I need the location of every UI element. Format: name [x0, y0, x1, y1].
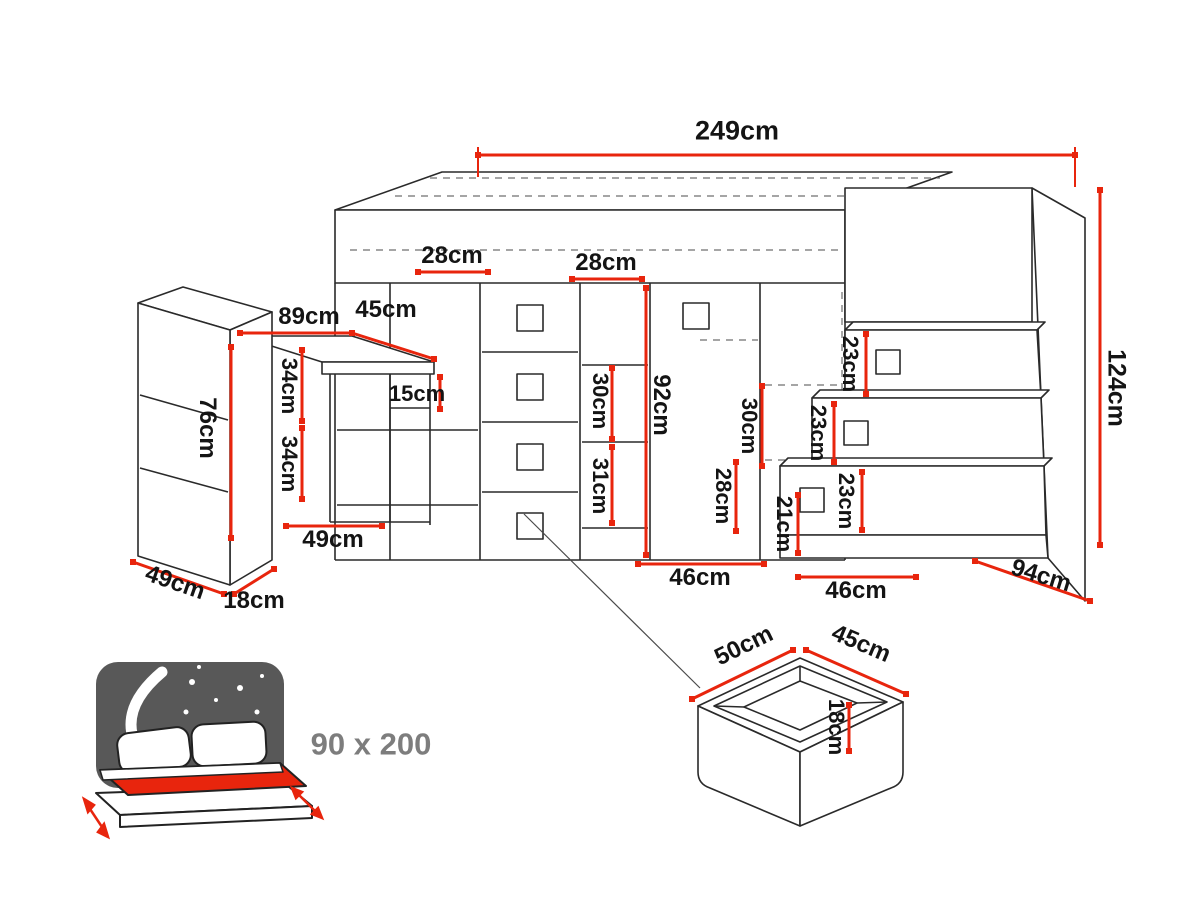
- dimension-lines: [130, 147, 1103, 754]
- desk: [239, 335, 435, 525]
- dim-bottom-drawer: 21cm: [772, 495, 797, 553]
- dim-top-shelf-right: 28cm: [575, 249, 637, 276]
- dim-step-middle: 23cm: [806, 404, 831, 462]
- dim-mid-shelf-lower: 31cm: [588, 457, 613, 515]
- dim-step-bottom: 23cm: [834, 472, 859, 530]
- dim-total-width: 249cm: [694, 115, 780, 146]
- dim-underbed-height: 92cm: [648, 374, 675, 436]
- dim-cabinet-shelf: 30cm: [737, 397, 762, 455]
- dim-desk-shelf-gap: 15cm: [388, 381, 446, 406]
- pillow-icon: [190, 720, 268, 768]
- dim-desk-width: 89cm: [278, 303, 340, 330]
- dim-base-width-left: 46cm: [669, 564, 731, 591]
- dim-step-top: 23cm: [838, 335, 863, 393]
- wardrobe: [137, 286, 273, 586]
- staircase: [779, 187, 1086, 602]
- drawer-callout-line: [523, 513, 701, 689]
- staircase-back-panel: [844, 187, 1033, 323]
- dim-base-width-right: 46cm: [825, 577, 887, 604]
- dim-desk-under-width: 49cm: [302, 526, 364, 553]
- dim-desk-depth: 45cm: [355, 296, 417, 323]
- dim-mid-shelf-upper: 30cm: [588, 372, 613, 430]
- dim-wardrobe-height: 76cm: [194, 397, 221, 459]
- drawer-handle-icons: [516, 302, 710, 540]
- dim-drawer-height: 18cm: [824, 698, 849, 756]
- dim-top-shelf-left: 28cm: [421, 242, 483, 269]
- drawer-detail-drawing: [697, 657, 904, 827]
- mattress-size-label: 90 x 200: [310, 726, 432, 762]
- underbed-cabinets: [334, 283, 846, 561]
- bed-icon: [81, 662, 325, 840]
- dim-cabinet-lower: 28cm: [711, 467, 736, 525]
- dim-total-height: 124cm: [1102, 349, 1131, 427]
- dim-wardrobe-width: 18cm: [223, 587, 285, 614]
- dim-shelf-lower: 34cm: [277, 435, 302, 493]
- dim-shelf-upper: 34cm: [277, 357, 302, 415]
- size-arrows-icon: [81, 785, 325, 840]
- mattress-hidden-lines: [350, 177, 940, 251]
